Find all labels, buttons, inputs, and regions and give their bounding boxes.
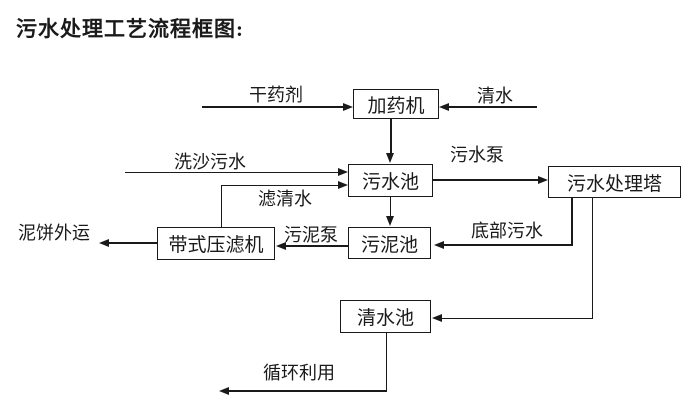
edge-mud-cake-arrowhead-icon xyxy=(99,238,109,247)
edge-tower-to-clear-pool-line xyxy=(442,317,593,319)
edge-bottom-sewage-line xyxy=(444,244,573,246)
edge-sand-washing-line xyxy=(125,171,340,173)
label-sand-washing-sewage: 洗沙污水 xyxy=(174,152,246,172)
edge-bottom-sewage-vline xyxy=(571,198,573,246)
edge-recycling-line xyxy=(229,390,387,392)
edge-recycling-vline xyxy=(385,333,387,391)
edge-dosing-to-sewage-pool-line xyxy=(390,119,392,155)
label-clear-water: 清水 xyxy=(477,86,513,106)
edge-filtered-water-vline xyxy=(220,185,222,227)
edge-bottom-sewage-arrowhead-icon xyxy=(434,240,444,249)
label-filtered-water: 滤清水 xyxy=(258,189,312,209)
edge-clear-water-line xyxy=(448,106,537,108)
label-sewage-pump: 污水泵 xyxy=(450,145,504,165)
node-sludge-pool: 污泥池 xyxy=(348,227,431,259)
label-sludge-pump: 污泥泵 xyxy=(284,225,338,245)
node-sewage-pool: 污水池 xyxy=(348,164,433,197)
edge-clear-water-arrowhead-icon xyxy=(439,102,449,111)
edge-sludge-pump-line xyxy=(286,245,348,247)
edge-sewage-to-sludge-arrowhead-icon xyxy=(385,216,394,226)
node-belt-filter-press: 带式压滤机 xyxy=(157,227,275,260)
edge-dry-chemical-arrowhead-icon xyxy=(343,102,353,111)
edge-tower-to-clear-pool-arrowhead-icon xyxy=(432,313,442,322)
node-clear-water-pool: 清水池 xyxy=(340,300,431,333)
edge-tower-to-clear-pool-vline xyxy=(591,198,593,319)
node-treatment-tower: 污水处理塔 xyxy=(548,166,681,198)
label-dry-chemical: 干药剂 xyxy=(249,85,303,105)
edge-sewage-pump-arrowhead-icon xyxy=(538,175,548,184)
page-title: 污水处理工艺流程框图: xyxy=(16,17,244,41)
label-mud-cake-outbound: 泥饼外运 xyxy=(18,223,90,243)
edge-dosing-to-sewage-pool-arrowhead-icon xyxy=(386,153,394,163)
edge-dry-chemical-line xyxy=(202,106,344,108)
edge-sewage-to-sludge-line xyxy=(389,197,391,218)
edge-filtered-water-line xyxy=(220,184,340,186)
edge-recycling-arrowhead-icon xyxy=(219,386,229,395)
label-bottom-sewage: 底部污水 xyxy=(471,221,543,241)
edge-filtered-water-arrowhead-icon xyxy=(338,180,348,189)
node-dosing-machine: 加药机 xyxy=(353,89,439,119)
label-recycling: 循环利用 xyxy=(263,363,335,383)
edge-sewage-pump-line xyxy=(433,179,539,181)
edge-mud-cake-line xyxy=(109,242,157,244)
edge-sand-washing-arrowhead-icon xyxy=(338,167,348,176)
edge-sludge-pump-arrowhead-icon xyxy=(276,241,286,250)
